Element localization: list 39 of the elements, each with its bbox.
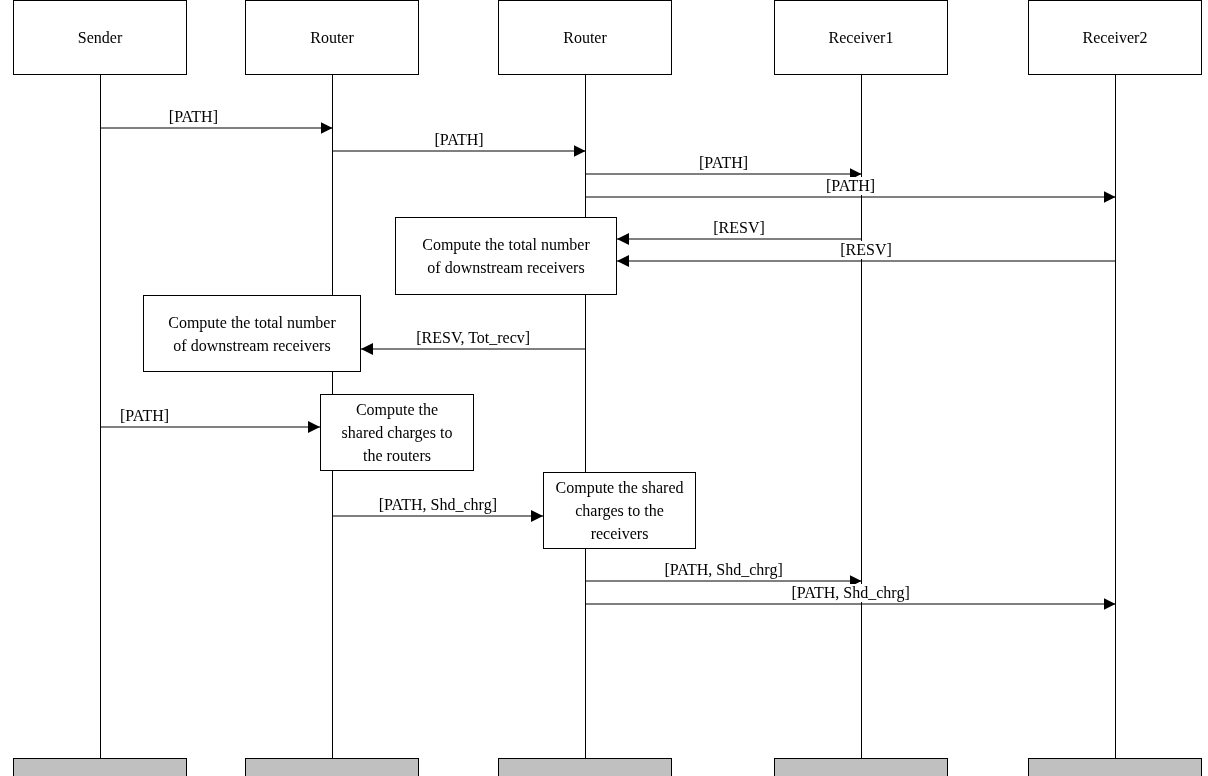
message-arrow [585,575,862,587]
message-arrow [616,255,1116,267]
edge-label: [RESV] [839,241,893,259]
participant-box: Receiver2 [1028,0,1202,75]
lifeline-end-box [1028,758,1202,776]
lifeline-end-box [774,758,948,776]
participant-box: Router [498,0,672,75]
participant-box: Sender [13,0,187,75]
message-arrow [100,122,333,134]
lifeline-end-box [498,758,672,776]
message-arrow [585,598,1116,610]
message-arrow [585,191,1116,203]
process-box: Compute the shared charges to the receivers [543,472,696,549]
edge-label: [RESV] [712,219,766,237]
lifeline [861,75,862,758]
edge-label: [PATH, Shd_chrg] [377,496,498,514]
lifeline-end-box [13,758,187,776]
message-arrow [100,421,321,433]
message-arrow [360,343,586,355]
lifeline [100,75,101,758]
edge-label: [PATH, Shd_chrg] [663,561,784,579]
edge-label: [PATH] [698,154,750,172]
participant-box: Receiver1 [774,0,948,75]
edge-label: [PATH] [825,177,877,195]
message-arrow [585,168,862,180]
lifeline [1115,75,1116,758]
edge-label: [PATH] [433,131,485,149]
edge-label: [PATH] [118,407,171,425]
process-box: Compute the total number of downstream receivers [143,295,361,372]
process-box: Compute the total number of downstream receivers [395,217,617,295]
message-arrow [332,510,544,522]
participant-box: Router [245,0,419,75]
message-arrow [332,145,586,157]
edge-label: [PATH, Shd_chrg] [790,584,911,602]
message-arrow [616,233,862,245]
lifeline-end-box [245,758,419,776]
process-box: Compute the shared charges to the routers [320,394,474,471]
edge-label: [PATH] [167,108,219,126]
edge-label: [RESV, Tot_recv] [415,329,532,347]
